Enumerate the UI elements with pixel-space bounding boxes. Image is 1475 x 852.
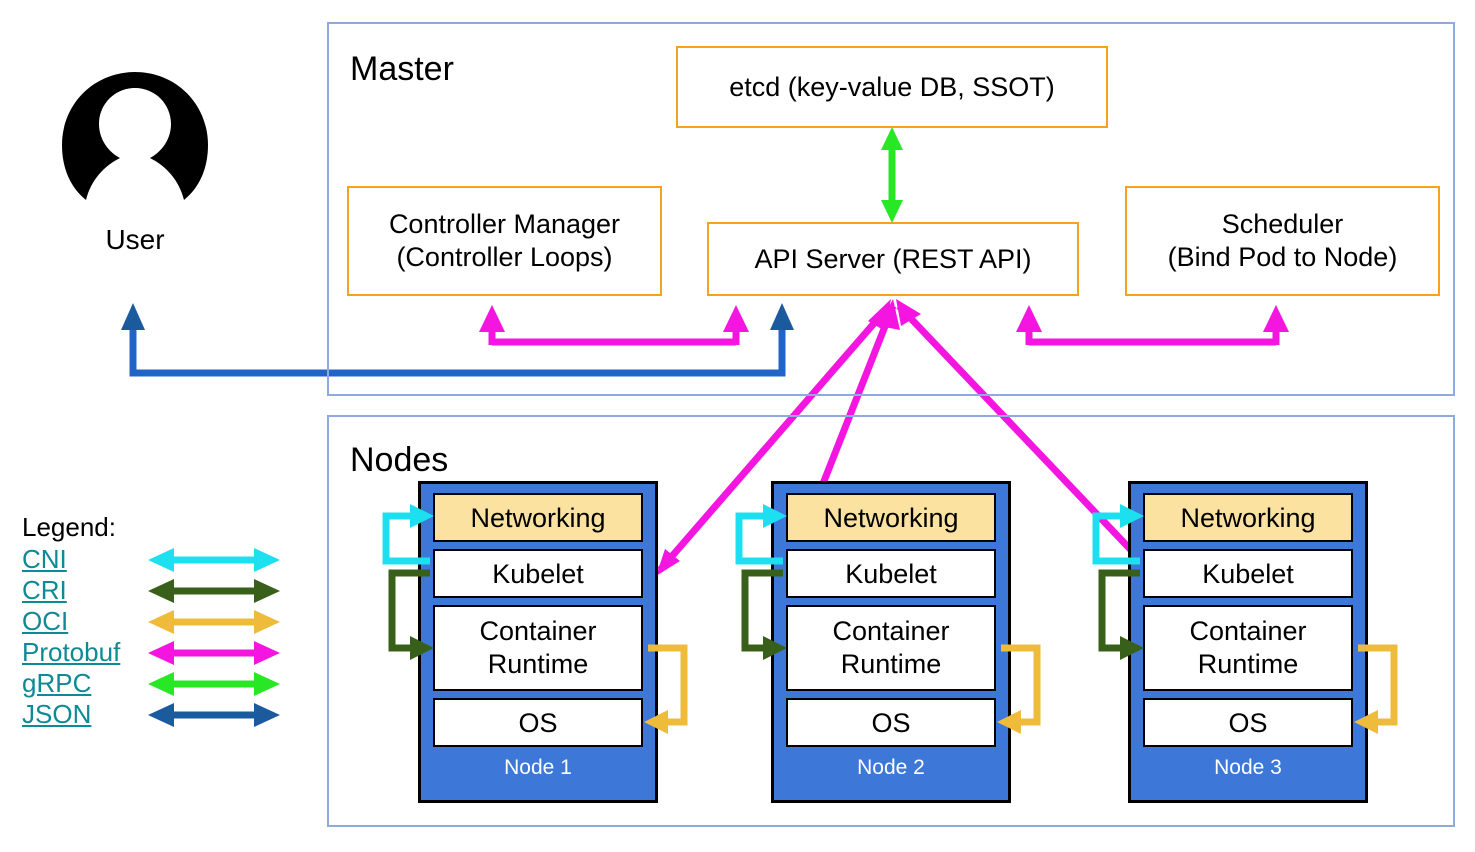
- legend-label-protobuf[interactable]: Protobuf: [22, 637, 121, 667]
- runtime-label-line2: Runtime: [1197, 649, 1299, 679]
- node-card[interactable]: Networking Kubelet Container Runtime OS …: [771, 481, 1011, 803]
- user-label: User: [105, 224, 165, 255]
- node-container-runtime-layer[interactable]: Container Runtime: [786, 605, 996, 691]
- runtime-label-line1: Container: [832, 616, 950, 646]
- node-name-label: Node 1: [504, 756, 572, 779]
- node-kubelet-layer[interactable]: Kubelet: [433, 549, 643, 598]
- etcd-box[interactable]: etcd (key-value DB, SSOT): [676, 46, 1108, 128]
- user-avatar-icon: [62, 72, 208, 200]
- runtime-label-line2: Runtime: [840, 649, 942, 679]
- node-os-layer[interactable]: OS: [1143, 698, 1353, 747]
- api-server-box[interactable]: API Server (REST API): [707, 222, 1079, 296]
- node-networking-layer[interactable]: Networking: [786, 493, 996, 542]
- legend-label-grpc[interactable]: gRPC: [22, 668, 92, 698]
- api-server-label: API Server (REST API): [754, 243, 1032, 274]
- user-actor: User: [60, 70, 220, 285]
- controller-manager-box[interactable]: Controller Manager (Controller Loops): [347, 186, 662, 296]
- nodes-group-title: Nodes: [350, 441, 449, 479]
- node-os-layer[interactable]: OS: [786, 698, 996, 747]
- scheduler-box[interactable]: Scheduler (Bind Pod to Node): [1125, 186, 1440, 296]
- nodes-group-frame: [327, 415, 1455, 827]
- legend-label-cri[interactable]: CRI: [22, 575, 67, 605]
- scheduler-label-line2: (Bind Pod to Node): [1167, 242, 1398, 272]
- master-group-title: Master: [350, 50, 454, 88]
- node-networking-layer[interactable]: Networking: [433, 493, 643, 542]
- legend-item-protobuf[interactable]: Protobuf: [22, 637, 287, 668]
- legend-label-json[interactable]: JSON: [22, 699, 92, 729]
- node-name-label: Node 2: [857, 756, 925, 779]
- node-container-runtime-layer[interactable]: Container Runtime: [1143, 605, 1353, 691]
- legend-item-oci[interactable]: OCI: [22, 606, 287, 637]
- legend: Legend: CNI CRI OCI: [22, 512, 287, 730]
- controller-manager-label-line2: (Controller Loops): [396, 242, 613, 272]
- legend-arrow-cri: [148, 579, 280, 603]
- node-kubelet-layer[interactable]: Kubelet: [786, 549, 996, 598]
- runtime-label-line1: Container: [479, 616, 597, 646]
- node-card[interactable]: Networking Kubelet Container Runtime OS …: [418, 481, 658, 803]
- scheduler-label-line1: Scheduler: [1221, 209, 1344, 239]
- controller-manager-label-line1: Controller Manager: [388, 209, 621, 239]
- legend-arrow-oci: [148, 610, 280, 634]
- legend-item-cni[interactable]: CNI: [22, 544, 287, 575]
- master-group-frame: [327, 22, 1455, 396]
- legend-arrow-grpc: [148, 672, 280, 696]
- node-kubelet-layer[interactable]: Kubelet: [1143, 549, 1353, 598]
- legend-arrow-json: [148, 703, 280, 727]
- runtime-label-line1: Container: [1189, 616, 1307, 646]
- node-os-layer[interactable]: OS: [433, 698, 643, 747]
- legend-item-grpc[interactable]: gRPC: [22, 668, 287, 699]
- etcd-label: etcd (key-value DB, SSOT): [729, 71, 1055, 102]
- node-card[interactable]: Networking Kubelet Container Runtime OS …: [1128, 481, 1368, 803]
- node-container-runtime-layer[interactable]: Container Runtime: [433, 605, 643, 691]
- legend-item-json[interactable]: JSON: [22, 699, 287, 730]
- legend-label-oci[interactable]: OCI: [22, 606, 69, 636]
- legend-label-cni[interactable]: CNI: [22, 544, 67, 574]
- legend-title: Legend:: [22, 512, 116, 542]
- legend-arrow-cni: [148, 548, 280, 572]
- legend-item-cri[interactable]: CRI: [22, 575, 287, 606]
- runtime-label-line2: Runtime: [487, 649, 589, 679]
- legend-arrow-protobuf: [148, 641, 280, 665]
- node-name-label: Node 3: [1214, 756, 1282, 779]
- node-networking-layer[interactable]: Networking: [1143, 493, 1353, 542]
